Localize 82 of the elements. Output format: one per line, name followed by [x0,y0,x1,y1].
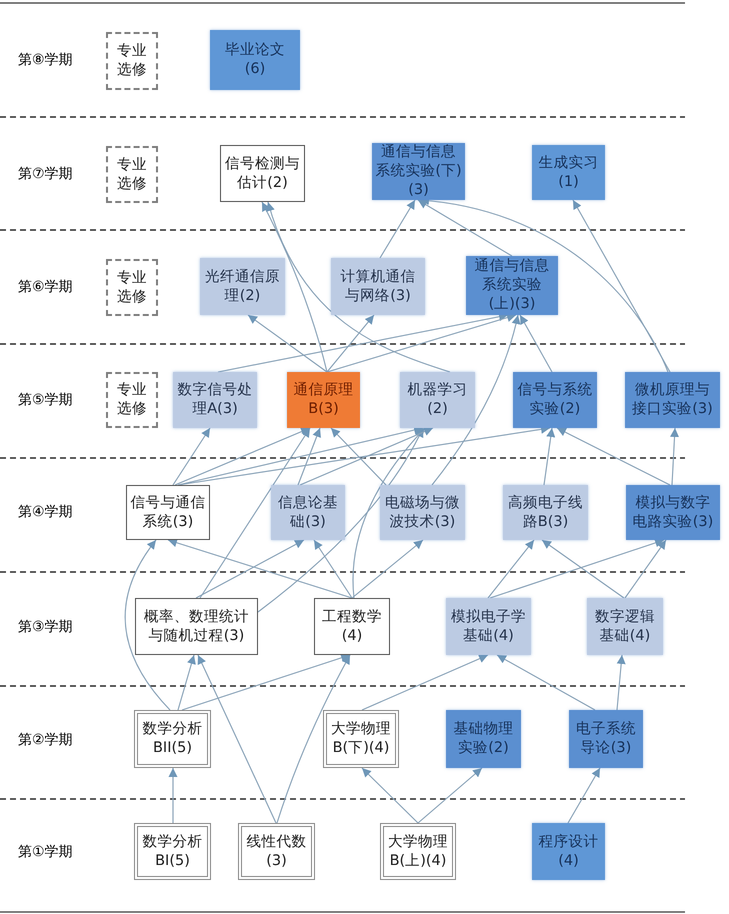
arrow [266,202,450,373]
course-box: 数学分析BII(5) [134,710,211,768]
arrow [326,313,516,373]
arrow [362,768,418,824]
arrow [168,538,352,599]
semester-label: 第⑥学期 [18,278,74,296]
semester-label: 第④学期 [18,503,74,521]
course-box: 微机原理与接口实验(3) [625,372,720,428]
arrow [300,427,434,486]
arrow [174,427,310,486]
arrow [496,654,596,710]
arrow [172,428,210,486]
semester-label: 第②学期 [18,731,74,749]
arrow [248,314,328,372]
arrow [314,540,352,598]
course-box: 线性代数 (3) [238,823,315,880]
arrow [418,768,482,824]
course-box: 生成实习 (1) [532,145,605,200]
semester-label: 第⑦学期 [18,165,74,183]
elective-box: 专业选修 [106,259,158,316]
arrow [352,540,424,598]
arrow [352,428,426,598]
course-box: 毕业论文 (6) [210,30,300,90]
arrow [168,768,178,823]
course-box: 大学物理B(下)(4) [323,710,399,768]
arrow [542,540,624,598]
arrow [624,540,666,598]
course-box: 基础物理实验(2) [446,710,521,768]
course-box: 通信与信息系统实验(下)(3) [372,143,465,200]
arrow [380,200,416,258]
elective-box: 专业选修 [106,32,158,90]
elective-box: 专业选修 [106,372,158,428]
arrow [196,540,304,598]
arrow [616,654,626,710]
arrow [490,538,664,599]
arrow [326,314,374,372]
arrow [572,200,670,372]
arrow [276,654,350,824]
course-box: 数字逻辑基础(4) [587,598,663,655]
course-box: 通信与信息系统实验(上)(3) [466,256,558,315]
course-box: 信号与通信系统(3) [126,485,210,540]
course-box: 光纤通信原理(2) [200,258,285,315]
course-box: 电磁场与微波技术(3) [380,485,465,540]
semester-label: 第⑧学期 [18,51,74,69]
arrow [556,428,670,486]
arrow [418,200,512,256]
course-box: 高频电子线路B(3) [503,485,588,540]
course-box: 工程数学 (4) [314,598,390,655]
course-box: 信息论基础(3) [271,485,345,540]
arrow [177,654,196,710]
arrow [262,202,328,372]
course-box: 信号与系统实验(2) [513,372,597,428]
arrow [568,768,600,824]
arrow [198,654,276,824]
semester-label: 第⑤学期 [18,391,74,409]
arrow [488,540,534,598]
arrow [258,428,424,612]
semester-label: 第①学期 [18,843,74,861]
elective-box: 专业选修 [106,146,158,203]
course-box: 通信原理B(3) [287,372,360,428]
arrow [543,428,556,486]
semester-label: 第③学期 [18,618,74,636]
arrow [330,428,386,486]
course-box: 程序设计 (4) [532,823,605,880]
arrow [297,428,321,486]
course-box: 大学物理B(上)(4) [380,823,456,880]
arrow [432,314,520,486]
course-box: 模拟电子学基础(4) [446,598,531,655]
arrow [520,314,552,372]
course-box: 计算机通信与网络(3) [331,258,425,315]
course-box: 概率、数理统计与随机过程(3) [135,598,258,655]
course-box: 电子系统导论(3) [569,710,643,768]
course-box: 数学分析BI(5) [134,823,211,880]
course-box: 信号检测与估计(2) [220,145,305,202]
arrow [670,428,680,486]
course-box: 模拟与数字电路实验(3) [626,485,720,540]
course-box: 数字信号处理A(3) [173,372,257,428]
course-box: 机器学习 (2) [400,372,475,428]
arrow [124,540,170,710]
arrow [200,428,310,598]
arrow [182,654,350,711]
arrow [362,654,488,710]
